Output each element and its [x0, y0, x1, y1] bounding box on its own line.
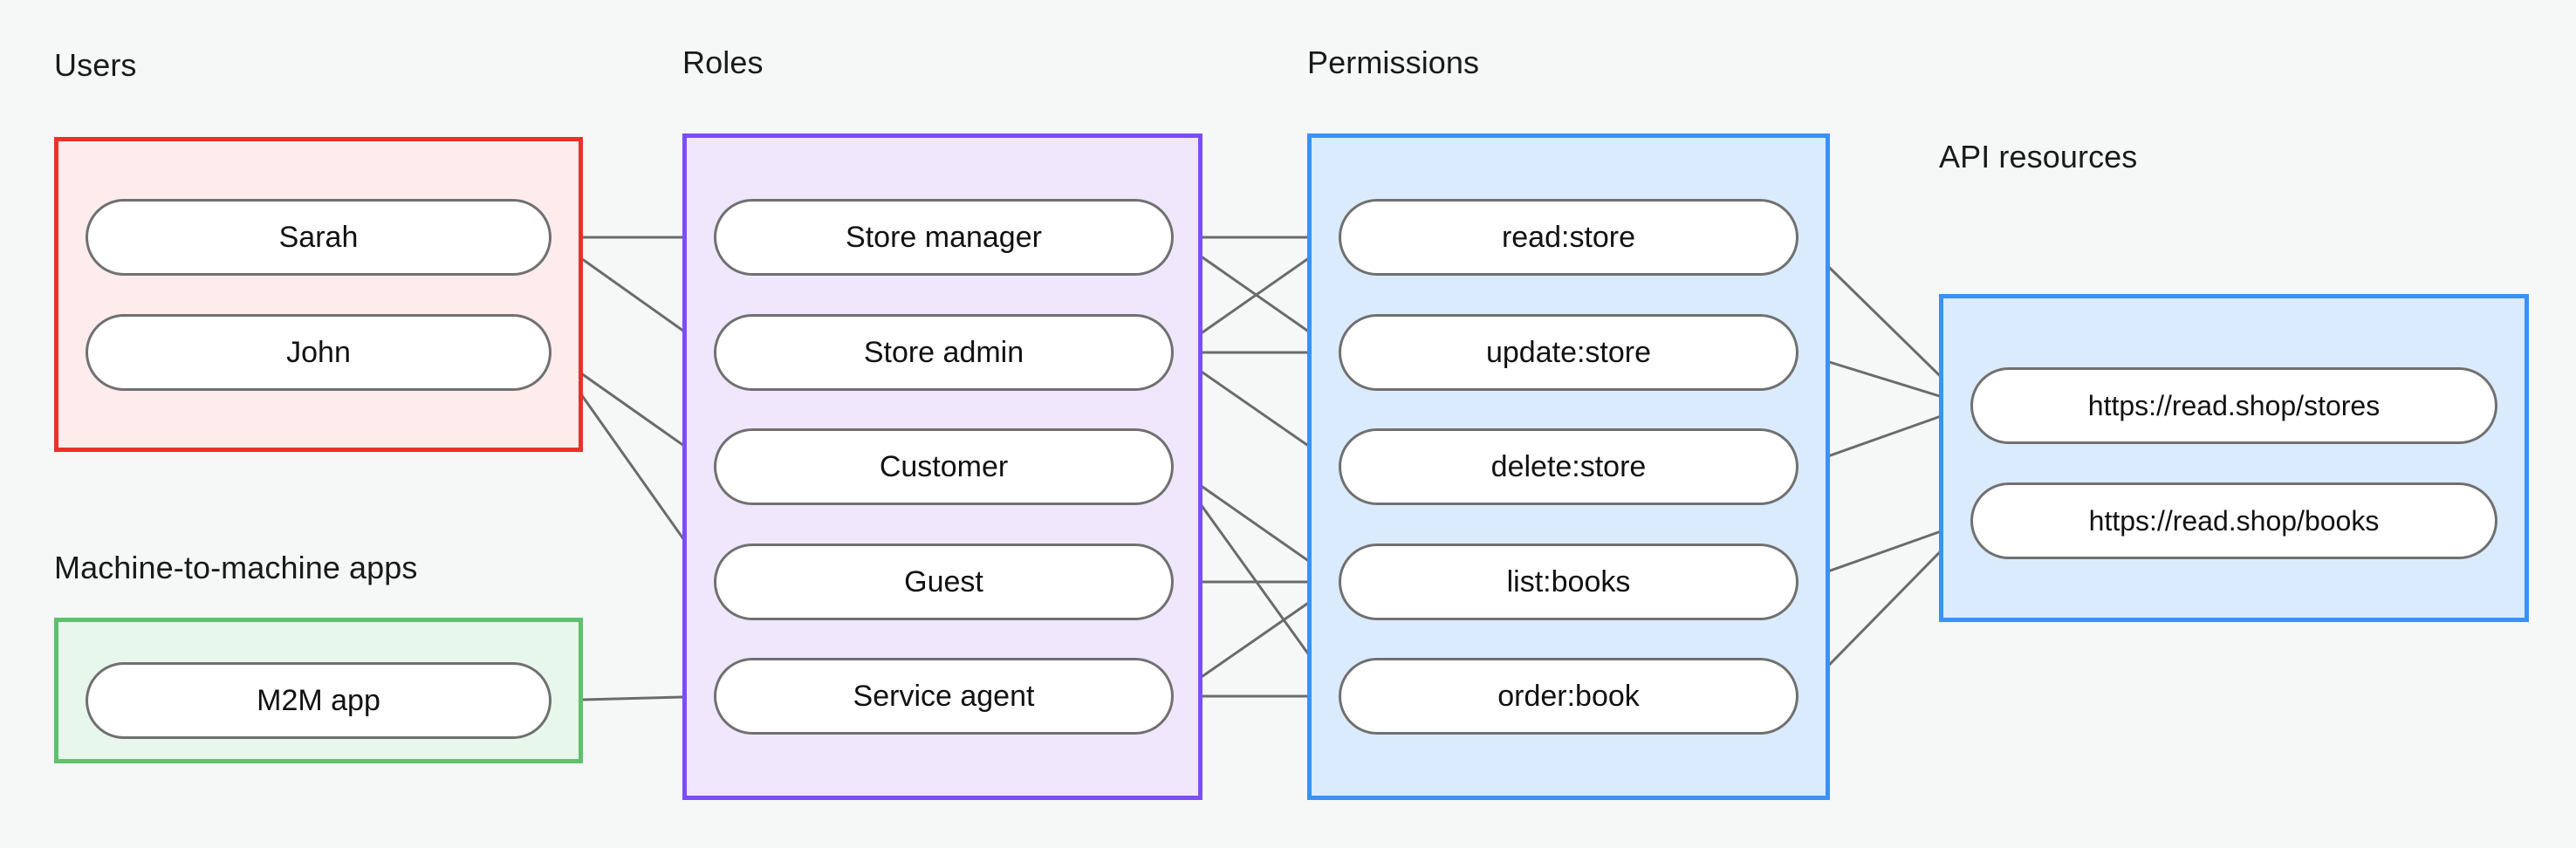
node-order-book[interactable]: order:book — [1339, 658, 1798, 735]
node-service-agent[interactable]: Service agent — [714, 658, 1174, 735]
group-label-permissions: Permissions — [1307, 44, 1480, 80]
group-box-users — [54, 137, 583, 452]
node-label-read-store: read:store — [1501, 220, 1636, 254]
group-box-api-resources — [1939, 294, 2529, 622]
node-store-admin[interactable]: Store admin — [714, 314, 1174, 391]
node-label-store-manager: Store manager — [846, 220, 1042, 254]
node-res-books[interactable]: https://read.shop/books — [1970, 482, 2497, 559]
node-label-list-books: list:books — [1506, 564, 1631, 598]
node-sarah[interactable]: Sarah — [86, 199, 552, 276]
group-label-m2m: Machine-to-machine apps — [54, 550, 418, 585]
group-label-api-resources: API resources — [1939, 139, 2138, 174]
node-label-john: John — [286, 335, 351, 369]
node-read-store[interactable]: read:store — [1339, 199, 1798, 276]
node-label-guest: Guest — [904, 564, 983, 598]
node-guest[interactable]: Guest — [714, 544, 1174, 620]
node-label-sarah: Sarah — [278, 220, 359, 254]
node-label-service-agent: Service agent — [853, 679, 1035, 713]
group-label-roles: Roles — [682, 44, 764, 80]
node-label-delete-store: delete:store — [1490, 449, 1647, 483]
node-label-store-admin: Store admin — [863, 335, 1024, 369]
node-label-order-book: order:book — [1497, 679, 1640, 713]
group-label-users: Users — [54, 47, 137, 83]
node-label-update-store: update:store — [1485, 335, 1652, 369]
node-label-res-books: https://read.shop/books — [2088, 504, 2380, 537]
node-label-customer: Customer — [879, 449, 1009, 483]
node-label-res-stores: https://read.shop/stores — [2087, 389, 2381, 421]
node-john[interactable]: John — [86, 314, 552, 391]
node-label-m2mapp: M2M app — [257, 683, 380, 717]
node-update-store[interactable]: update:store — [1339, 314, 1798, 391]
node-delete-store[interactable]: delete:store — [1339, 428, 1798, 505]
node-m2mapp[interactable]: M2M app — [86, 662, 552, 739]
node-store-manager[interactable]: Store manager — [714, 199, 1174, 276]
node-list-books[interactable]: list:books — [1339, 544, 1798, 620]
node-customer[interactable]: Customer — [714, 428, 1174, 505]
node-res-stores[interactable]: https://read.shop/stores — [1970, 367, 2497, 444]
